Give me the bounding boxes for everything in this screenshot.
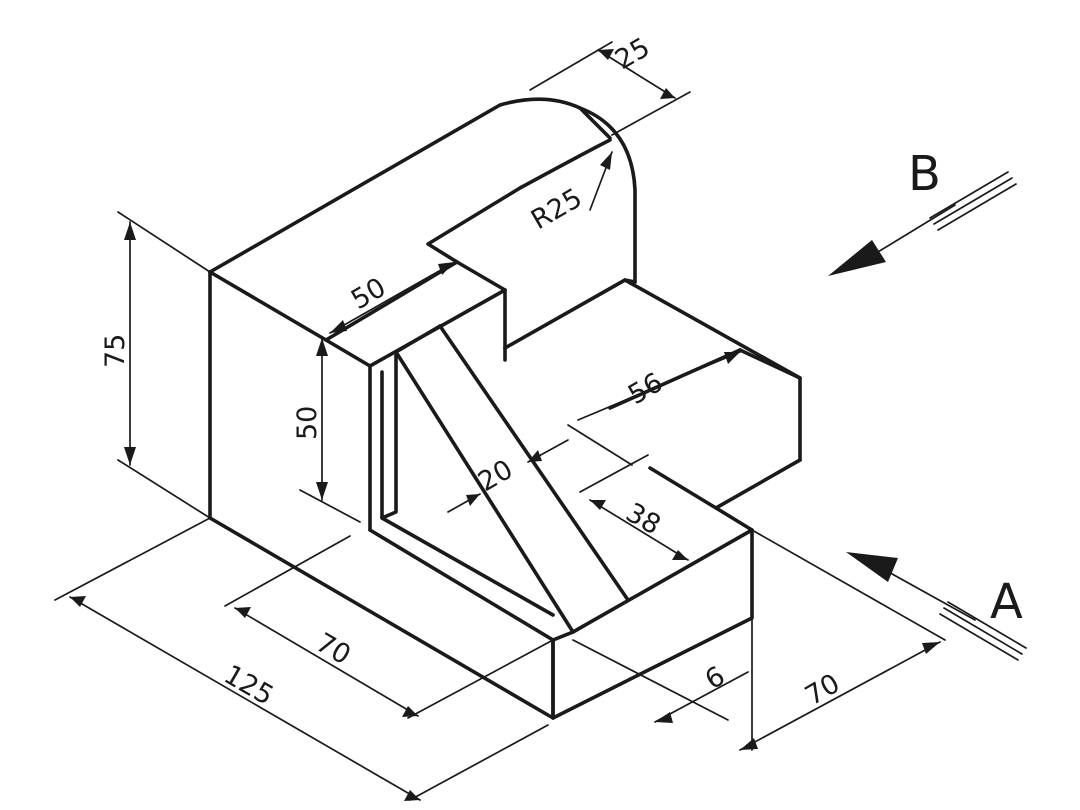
view-arrow-b-head [828, 240, 886, 276]
view-arrow-b: B [828, 146, 1017, 276]
dim-70-right: 70 [800, 668, 845, 712]
dim-r25: R25 [526, 183, 588, 236]
object-outline [208, 97, 802, 720]
dimension-arrowheads [70, 49, 940, 801]
dim-50-left: 50 [292, 406, 323, 440]
dim-75: 75 [100, 334, 131, 368]
view-arrow-a: A [846, 552, 1027, 661]
dim-70-front: 70 [311, 627, 356, 671]
dim-6: 6 [700, 661, 730, 696]
dim-38: 38 [621, 497, 666, 541]
dim-25-top: 25 [610, 32, 655, 76]
view-label-a: A [990, 574, 1023, 630]
view-arrow-a-head [846, 552, 898, 582]
view-label-b: B [908, 146, 941, 202]
dim-125: 125 [219, 659, 279, 712]
dim-56: 56 [623, 367, 668, 411]
dim-20: 20 [473, 454, 518, 498]
dim-50-top: 50 [346, 272, 391, 316]
